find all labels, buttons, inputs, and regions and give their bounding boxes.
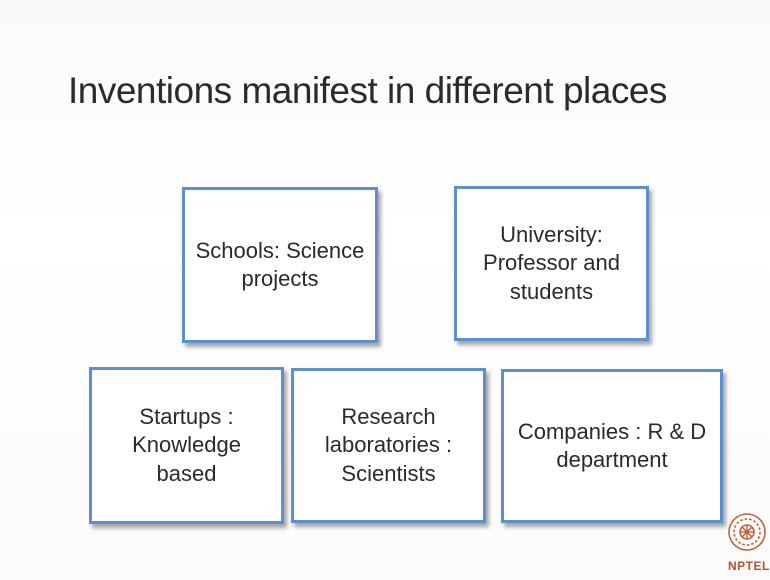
box-university-text: University: Professor and students — [483, 221, 620, 305]
box-schools-line-2: projects — [241, 266, 319, 291]
box-startups-line-3: based — [156, 460, 217, 486]
box-research-line-3: Scientists — [341, 460, 436, 486]
box-university-line-3: students — [509, 278, 594, 304]
box-schools: Schools: Science projects — [182, 187, 378, 343]
box-university-line-1: University: — [500, 222, 603, 248]
nptel-logo-icon — [728, 513, 766, 551]
box-companies-text: Companies : R & D department — [518, 418, 706, 474]
box-schools-text: Schools: Science projects — [196, 237, 365, 293]
box-research-text: Research laboratories : Scientists — [325, 403, 452, 487]
nptel-logo-text: NPTEL — [728, 559, 770, 573]
box-startups: Startups : Knowledge based — [89, 367, 284, 524]
box-university: University: Professor and students — [454, 186, 649, 341]
box-companies-line-2: department — [556, 447, 668, 472]
box-university-line-2: Professor and — [483, 250, 620, 276]
box-schools-line-1: Schools: Science — [195, 237, 365, 263]
box-startups-line-2: Knowledge — [132, 432, 241, 458]
box-research: Research laboratories : Scientists — [291, 368, 486, 523]
box-startups-text: Startups : Knowledge based — [132, 403, 241, 487]
box-companies: Companies : R & D department — [501, 369, 723, 523]
box-research-line-2: laboratories : — [324, 432, 453, 458]
box-companies-line-1: Companies : R & D — [517, 418, 707, 444]
box-startups-line-1: Startups : — [139, 404, 234, 430]
slide-title: Inventions manifest in different places — [68, 70, 667, 111]
box-research-line-1: Research — [341, 404, 436, 430]
